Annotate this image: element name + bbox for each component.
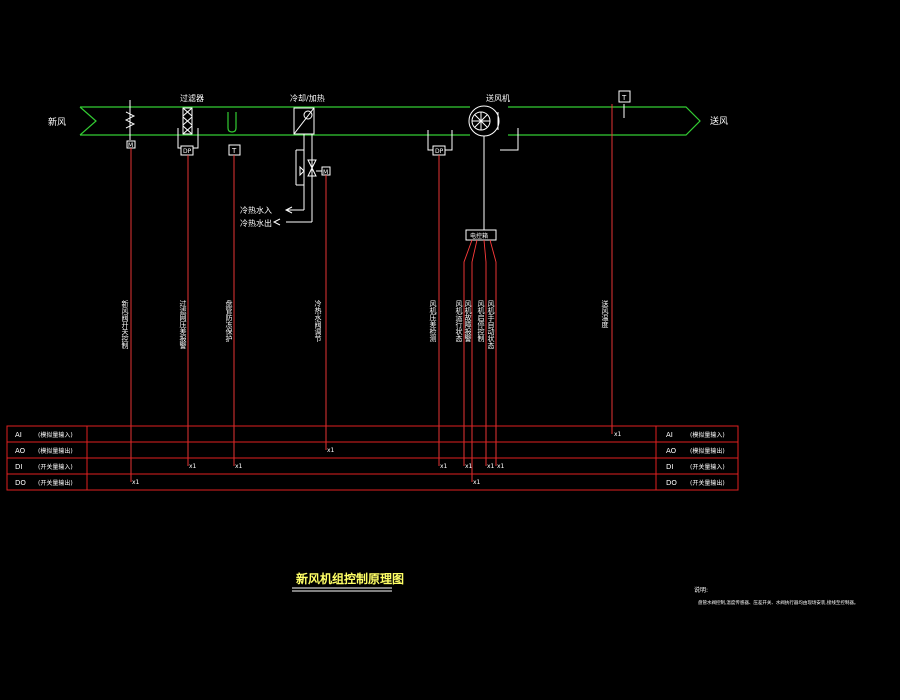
signal-label-fan-dp: 风机压差检测 — [429, 300, 437, 343]
signal-lines — [130, 104, 613, 482]
fan-dp-tag: DP — [435, 148, 444, 155]
io-table — [6, 425, 739, 491]
notes-heading: 说明: — [694, 586, 708, 594]
drawing-title: 新风机组控制原理图 — [296, 571, 404, 586]
notes-text: 盘管水阀控制,温度传感器、压差开关、水阀执行器均由现场安装,接线至控制器。 — [698, 599, 858, 606]
io-code-ao: AO — [15, 447, 26, 455]
io-code-ai-right: AI — [666, 431, 673, 439]
signal-label-damper: 新风阀开关控制 — [121, 299, 129, 350]
coil-label: 冷却/加热 — [290, 93, 325, 103]
signal-label-supply-temp: 送风温度 — [601, 299, 609, 329]
inlet-label: 新风 — [48, 116, 66, 128]
fan-label: 送风机 — [486, 93, 510, 103]
signal-label-fan-start: 风机启停控制 — [477, 300, 485, 343]
filter-icon — [177, 107, 199, 149]
filter-dp-switch — [180, 145, 194, 156]
mark-di-dp: x1 — [440, 463, 448, 470]
frost-sensor-icon — [227, 112, 237, 133]
io-desc-do-right: (开关量输出) — [690, 479, 725, 487]
control-valve-icon — [299, 159, 322, 177]
control-box — [465, 229, 497, 241]
supply-temp-tag: T — [621, 94, 627, 102]
io-code-do: DO — [15, 479, 26, 487]
signal-label-valve: 冷热水阀调节 — [314, 299, 322, 343]
signal-labels: 新风阀开关控制 过滤网压差报警 盘管防冻保护 冷热水阀调节 风机压差检测 风机运… — [121, 299, 609, 350]
coil-icon — [293, 107, 315, 135]
io-table-right-codes: AI (模拟量输入) AO (模拟量输出) DI (开关量输入) DO (开关量… — [666, 431, 725, 487]
frost-thermostat — [228, 144, 241, 156]
water-piping — [272, 134, 313, 226]
water-return-label: 冷热水出 — [240, 218, 272, 228]
io-desc-di: (开关量输入) — [38, 463, 73, 471]
io-table-left-codes: AI (模拟量输入) AO (模拟量输出) DI (开关量输入) DO (开关量… — [15, 431, 73, 487]
mark-di-auto: x1 — [497, 463, 505, 470]
io-code-ai: AI — [15, 431, 22, 439]
fan-icon — [468, 105, 500, 230]
supply-temp-sensor — [618, 90, 631, 103]
control-box-label: 电控箱 — [470, 232, 488, 240]
damper-actuator-tag: M — [128, 142, 133, 149]
signal-label-frost: 盘管防冻保护 — [225, 299, 233, 343]
io-desc-ai-right: (模拟量输入) — [690, 431, 725, 439]
signal-label-fan-fault: 风机故障报警 — [464, 300, 472, 343]
io-code-ao-right: AO — [666, 447, 677, 455]
mark-di-fault: x1 — [487, 463, 495, 470]
signal-label-filter: 过滤网压差报警 — [179, 299, 187, 350]
io-point-marks: x1 x1 x1 x1 x1 x1 x1 x1 x1 x1 — [132, 431, 622, 486]
mark-di-frost: x1 — [235, 463, 243, 470]
mark-ao-valve: x1 — [327, 447, 335, 454]
damper-icon — [124, 100, 136, 140]
air-duct — [79, 106, 701, 136]
mark-ai-temp: x1 — [614, 431, 622, 438]
mark-do-damper: x1 — [132, 479, 140, 486]
water-supply-label: 冷热水入 — [240, 205, 272, 215]
mark-di-run: x1 — [465, 463, 473, 470]
valve-actuator-tag: M — [323, 169, 328, 176]
filter-dp-tag: DP — [183, 148, 192, 155]
filter-label: 过滤器 — [180, 93, 204, 103]
io-desc-ao: (模拟量输出) — [38, 447, 73, 455]
outlet-label: 送风 — [710, 115, 728, 127]
io-desc-di-right: (开关量输入) — [690, 463, 725, 471]
io-desc-ao-right: (模拟量输出) — [690, 447, 725, 455]
io-code-di-right: DI — [666, 463, 673, 471]
mark-di-filter: x1 — [189, 463, 197, 470]
io-code-do-right: DO — [666, 479, 677, 487]
io-desc-do: (开关量输出) — [38, 479, 73, 487]
signal-label-fan-run: 风机运行状态 — [455, 300, 463, 342]
signal-label-fan-auto: 风机手自动状态 — [487, 300, 495, 349]
frost-thermostat-tag: T — [231, 147, 237, 155]
io-code-di: DI — [15, 463, 22, 471]
mark-do-start: x1 — [473, 479, 481, 486]
io-desc-ai: (模拟量输入) — [38, 431, 73, 439]
